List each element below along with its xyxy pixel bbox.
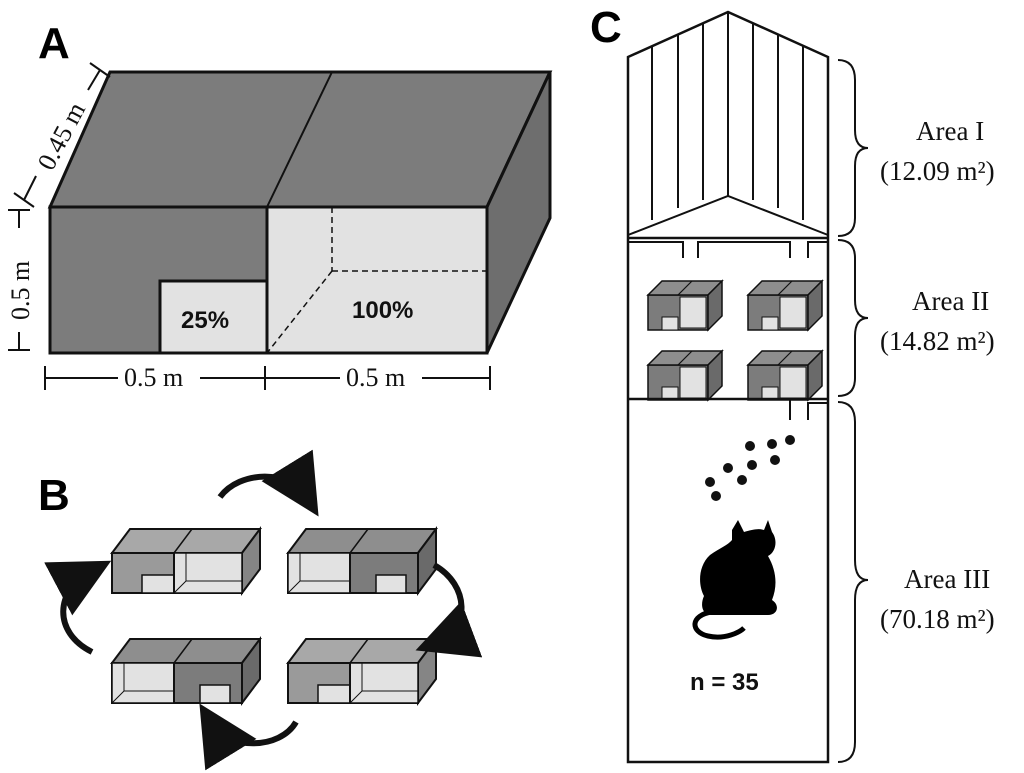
large-opening-label: 100% — [352, 297, 413, 324]
height-dimension: 0.5 m — [6, 209, 35, 351]
area-iii-size: (70.18 m²) — [880, 604, 995, 634]
rotation-box-bottom-left — [110, 636, 262, 706]
width-left-label: 0.5 m — [124, 363, 183, 392]
width-dimension: 0.5 m 0.5 m — [44, 363, 491, 392]
cat-count-label: n = 35 — [690, 669, 759, 696]
rotation-arrow-top — [217, 449, 319, 517]
panel-a-box-diagram: 25% 100% — [47, 70, 553, 355]
rotation-arrow-bottom — [199, 703, 299, 771]
rotation-box-top-left — [110, 526, 262, 596]
area-ii-name: Area II — [912, 286, 989, 316]
area-iii-annotation: Area III (70.18 m²) — [837, 401, 995, 763]
rotation-arrow-right — [415, 562, 483, 658]
area-i-name: Area I — [916, 116, 984, 146]
area-ii-annotation: Area II (14.82 m²) — [837, 239, 995, 397]
area-ii-box-3 — [647, 350, 723, 401]
area-ii-brace — [837, 239, 869, 397]
rotation-box-bottom-right — [286, 636, 438, 706]
area-i-size: (12.09 m²) — [880, 156, 995, 186]
area-iii-brace — [837, 401, 869, 763]
cat-icon — [692, 520, 777, 640]
panel-c-room-layout: n = 35 — [626, 10, 830, 764]
large-opening — [265, 205, 489, 355]
panel-b-rotation-diagram — [44, 449, 483, 771]
height-label: 0.5 m — [6, 261, 35, 320]
area-i-brace — [837, 59, 869, 237]
small-opening-label: 25% — [181, 307, 229, 334]
panel-label-b: B — [38, 471, 70, 520]
area-i-annotation: Area I (12.09 m²) — [837, 59, 995, 237]
paw-prints — [705, 435, 795, 501]
area-ii-box-2 — [747, 280, 823, 331]
panel-label-c: C — [590, 3, 622, 52]
width-right-label: 0.5 m — [346, 363, 405, 392]
panel-label-a: A — [38, 19, 70, 68]
rotation-arrow-left — [44, 560, 112, 655]
rotation-box-top-right — [286, 526, 438, 596]
area-ii-box-1 — [647, 280, 723, 331]
area-i-cages — [627, 12, 829, 236]
area-ii-box-4 — [747, 350, 823, 401]
area-iii-name: Area III — [904, 564, 990, 594]
area-ii-size: (14.82 m²) — [880, 326, 995, 356]
